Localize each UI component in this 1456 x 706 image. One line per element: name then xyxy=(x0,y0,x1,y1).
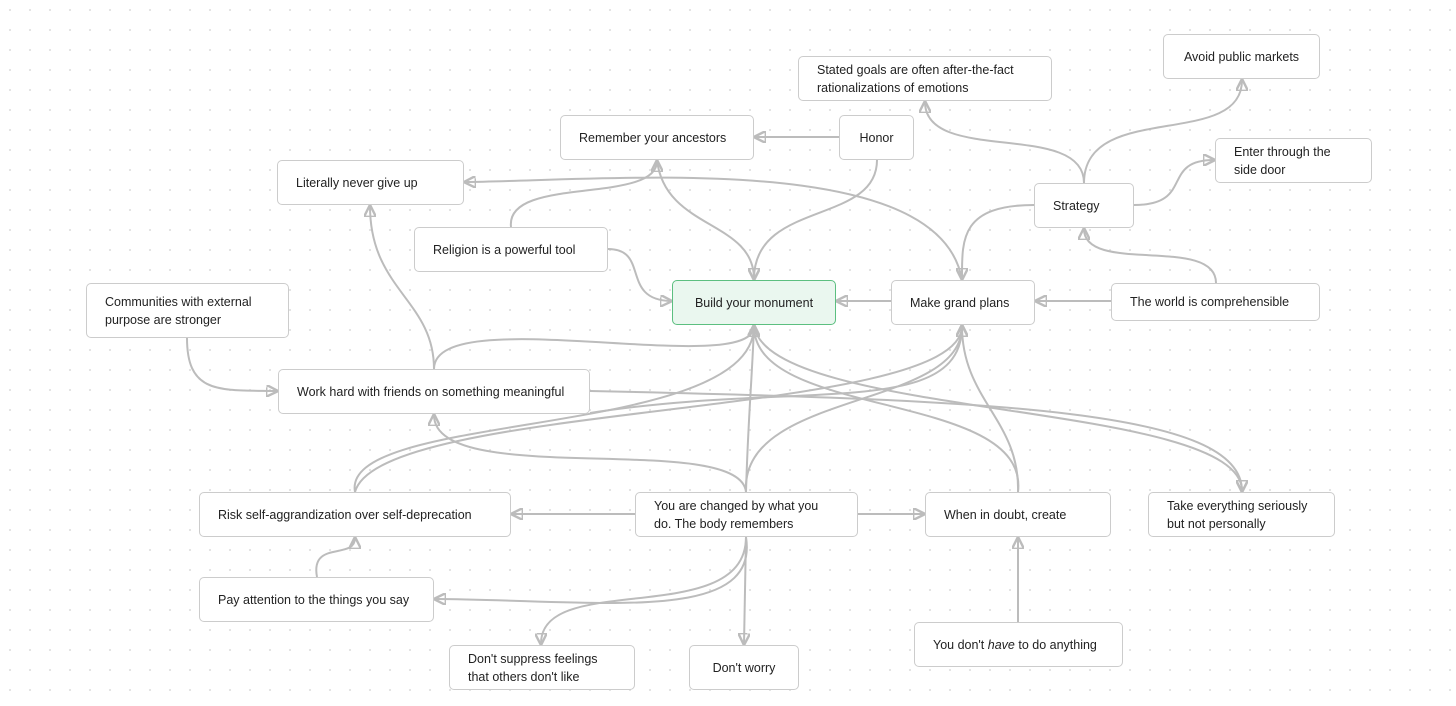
edge-doubt-to-monument xyxy=(754,326,1020,493)
edge-honor-to-monument xyxy=(754,159,878,279)
node-label: Literally never give up xyxy=(296,175,418,190)
node-when-in-doubt[interactable]: When in doubt, create xyxy=(925,492,1111,537)
node-stated-goals[interactable]: Stated goals are often after-the-fact ra… xyxy=(798,56,1052,101)
node-label: The world is comprehensible xyxy=(1130,295,1290,309)
node-side-door[interactable]: Enter through the side door xyxy=(1215,138,1372,183)
edge-work-to-grand xyxy=(589,326,962,414)
node-label: Religion is a powerful tool xyxy=(433,242,576,257)
node-label: Communities with external purpose are st… xyxy=(105,294,252,327)
node-never-give-up[interactable]: Literally never give up xyxy=(277,160,464,205)
node-strategy[interactable]: Strategy xyxy=(1034,183,1134,228)
node-communities[interactable]: Communities with external purpose are st… xyxy=(86,283,289,338)
node-make-grand-plans[interactable]: Make grand plans xyxy=(891,280,1035,325)
node-label: Take everything seriously but not person… xyxy=(1167,498,1308,531)
edge-changed-to-grand xyxy=(744,326,962,493)
node-label: Work hard with friends on something mean… xyxy=(297,384,565,399)
node-label: Don't worry xyxy=(712,660,776,675)
edge-changed-to-attention xyxy=(435,536,748,603)
edge-strategy-to-grand xyxy=(962,204,1035,279)
edge-work-to-monument xyxy=(433,326,754,370)
edge-changed-to-worry xyxy=(744,536,746,644)
edge-world-to-strategy xyxy=(1084,229,1217,284)
edge-changed-to-work xyxy=(434,415,747,493)
node-label: Don't suppress feelings that others don'… xyxy=(468,651,598,684)
edge-attention-to-risk xyxy=(315,538,355,578)
node-world-comprehensible[interactable]: The world is comprehensible xyxy=(1111,283,1320,321)
node-avoid-public-markets[interactable]: Avoid public markets xyxy=(1163,34,1320,79)
edge-religion-to-ancestors xyxy=(509,161,657,228)
node-label: Avoid public markets xyxy=(1183,49,1300,64)
edge-strategy-to-side xyxy=(1133,160,1214,206)
edge-changed-to-monument xyxy=(745,326,754,493)
node-label: Enter through the side door xyxy=(1234,144,1331,177)
node-you-are-changed[interactable]: You are changed by what you do. The body… xyxy=(635,492,858,537)
edge-religion-to-monument xyxy=(607,248,671,301)
edge-ancestors-to-monument xyxy=(656,159,754,279)
node-label: Make grand plans xyxy=(910,295,1010,310)
edge-strategy-to-stated xyxy=(925,102,1085,184)
edge-changed-to-suppress xyxy=(541,536,747,644)
node-dont-worry[interactable]: Don't worry xyxy=(689,645,799,690)
node-honor[interactable]: Honor xyxy=(839,115,914,160)
edge-doubt-to-grand xyxy=(962,326,1020,493)
node-label: You don't have to do anything xyxy=(933,637,1097,652)
node-remember-your-ancestors[interactable]: Remember your ancestors xyxy=(560,115,754,160)
node-label: Risk self-aggrandization over self-depre… xyxy=(218,507,472,522)
node-label: Remember your ancestors xyxy=(579,130,727,145)
node-dont-suppress[interactable]: Don't suppress feelings that others don'… xyxy=(449,645,635,690)
node-religion[interactable]: Religion is a powerful tool xyxy=(414,227,608,272)
node-pay-attention[interactable]: Pay attention to the things you say xyxy=(199,577,434,622)
node-you-dont-have[interactable]: You don't have to do anything xyxy=(914,622,1123,667)
node-work-hard[interactable]: Work hard with friends on something mean… xyxy=(278,369,590,414)
node-build-your-monument[interactable]: Build your monument xyxy=(672,280,836,325)
node-label: Honor xyxy=(859,130,894,145)
node-label: Pay attention to the things you say xyxy=(218,592,410,607)
node-label: You are changed by what you do. The body… xyxy=(654,498,819,531)
node-label: Build your monument xyxy=(694,295,814,310)
edge-communities-to-work xyxy=(186,337,277,391)
node-risk-self-aggrandization[interactable]: Risk self-aggrandization over self-depre… xyxy=(199,492,511,537)
node-label: Stated goals are often after-the-fact ra… xyxy=(817,62,1014,95)
node-label: When in doubt, create xyxy=(944,507,1067,522)
node-take-everything-seriously[interactable]: Take everything seriously but not person… xyxy=(1148,492,1335,537)
edge-work-to-seriously xyxy=(589,390,1242,491)
edge-monument-to-seriously xyxy=(753,325,1242,491)
node-label: Strategy xyxy=(1053,198,1100,213)
